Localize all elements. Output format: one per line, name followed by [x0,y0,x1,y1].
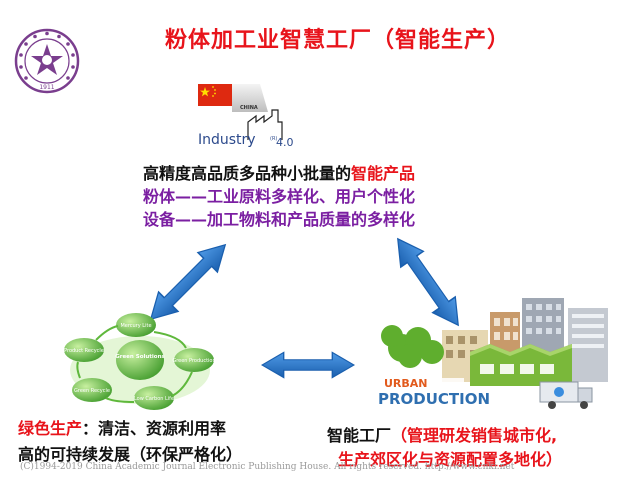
page-title: 粉体加工业智慧工厂（智能生产） [165,28,511,53]
green-center-label: Green Solutions [115,354,165,360]
china-flag: CHINA [198,84,268,112]
smart-factory-caption: 智能工厂（管理研发销售城市化, [327,426,558,445]
center-line-3: 设备——加工物料和产品质量的多样化 [143,210,416,229]
urban-label: URBAN [384,377,428,390]
copyright-footer: (C)1994-2019 China Academic Journal Elec… [20,462,515,472]
cycle-node-label: Green Production [172,358,215,364]
cycle-node-label: Low Carbon Life [134,396,174,402]
green-production-caption: 绿色生产：清洁、资源利用率 [18,419,227,438]
cycle-node-label: Green Recycle [74,388,110,394]
delivery-truck-icon [539,381,593,409]
industry-label: Industry [198,132,256,148]
center-line-2: 粉体——工业原料多样化、用户个性化 [143,187,416,206]
svg-text:1911: 1911 [39,84,54,91]
urban-production-illustration: URBAN PRODUCTION [378,298,608,410]
green-solutions-node [116,340,164,380]
production-label: PRODUCTION [378,390,490,408]
cycle-node-label: Product Recycle [64,348,104,354]
cycle-node-label: Mercury Lite [120,323,151,329]
svg-text:CHINA: CHINA [240,105,258,111]
smart-factory-caption-line2: 生产郊区化与资源配置多地化） [338,450,563,469]
svg-text:(R): (R) [270,136,277,142]
industry-4-badge: CHINA Industry (R) 4.0 [198,84,294,149]
green-production-caption-line2: 高的可持续发展（环保严格化） [18,445,243,464]
industry-version: 4.0 [276,136,294,149]
green-solutions-cycle: Green Solutions Mercury Lite Green Produ… [64,313,216,410]
university-seal-logo: 1911 [14,28,80,94]
bottom-double-arrow [260,351,356,379]
center-line-1: 高精度高品质多品种小批量的智能产品 [143,164,416,183]
